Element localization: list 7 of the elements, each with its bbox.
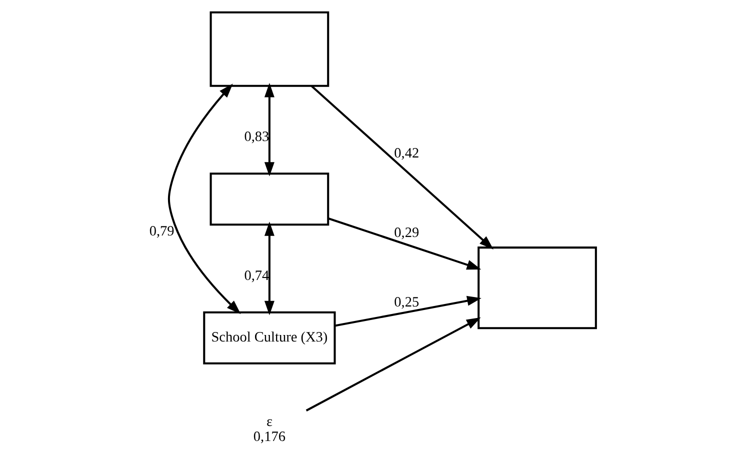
edge-label: 0,74 — [244, 268, 269, 284]
edge-label: 0,83 — [244, 129, 269, 146]
edge-label: 0,25 — [394, 294, 419, 310]
node-text: ε 0,176 — [252, 414, 285, 446]
edge-label: 0,42 — [394, 145, 419, 162]
edge-label: 0,29 — [394, 225, 419, 242]
edge-label: 0,79 — [148, 224, 174, 240]
